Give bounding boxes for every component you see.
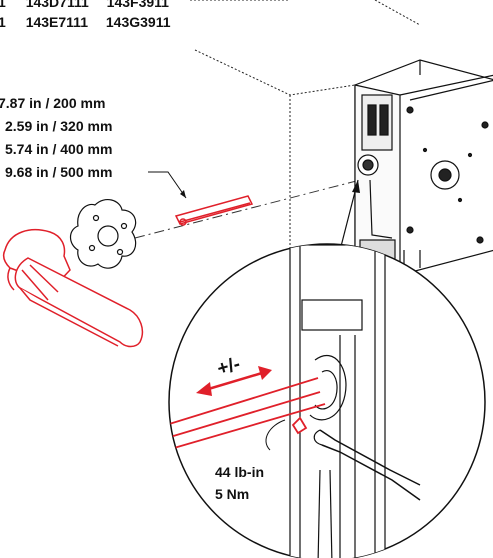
shaft-length-200mm: 7.87 in / 200 mm <box>0 95 106 111</box>
switch-body <box>354 59 493 277</box>
red-handle <box>2 229 144 348</box>
part-number-row-1-prefix: 1 <box>0 0 6 10</box>
part-number-row-2-prefix: 1 <box>0 14 6 30</box>
shaft-length-400mm: 5.74 in / 400 mm <box>5 141 113 157</box>
shaft-length-320mm: 2.59 in / 320 mm <box>5 118 113 134</box>
part-number-143E7111: 143E7111 <box>25 14 88 30</box>
adjust-arrow-icon <box>196 366 272 396</box>
part-number-143D7111: 143D7111 <box>25 0 89 10</box>
part-number-143F3911: 143F3911 <box>106 0 169 10</box>
torque-imperial: 44 lb-in <box>215 464 264 480</box>
gasket-plate <box>69 198 137 269</box>
detail-view <box>168 243 486 558</box>
assembly-axis <box>134 179 361 239</box>
shaft-length-500mm: 9.68 in / 500 mm <box>5 164 113 180</box>
shaft <box>174 195 254 226</box>
torque-metric: 5 Nm <box>215 486 249 502</box>
part-number-row-2: 1 143E7111 143G3911 <box>0 14 171 30</box>
part-number-row-1: 1 143D7111 143F3911 <box>0 0 169 10</box>
part-number-143G3911: 143G3911 <box>105 14 171 30</box>
length-leader-line <box>148 171 187 199</box>
